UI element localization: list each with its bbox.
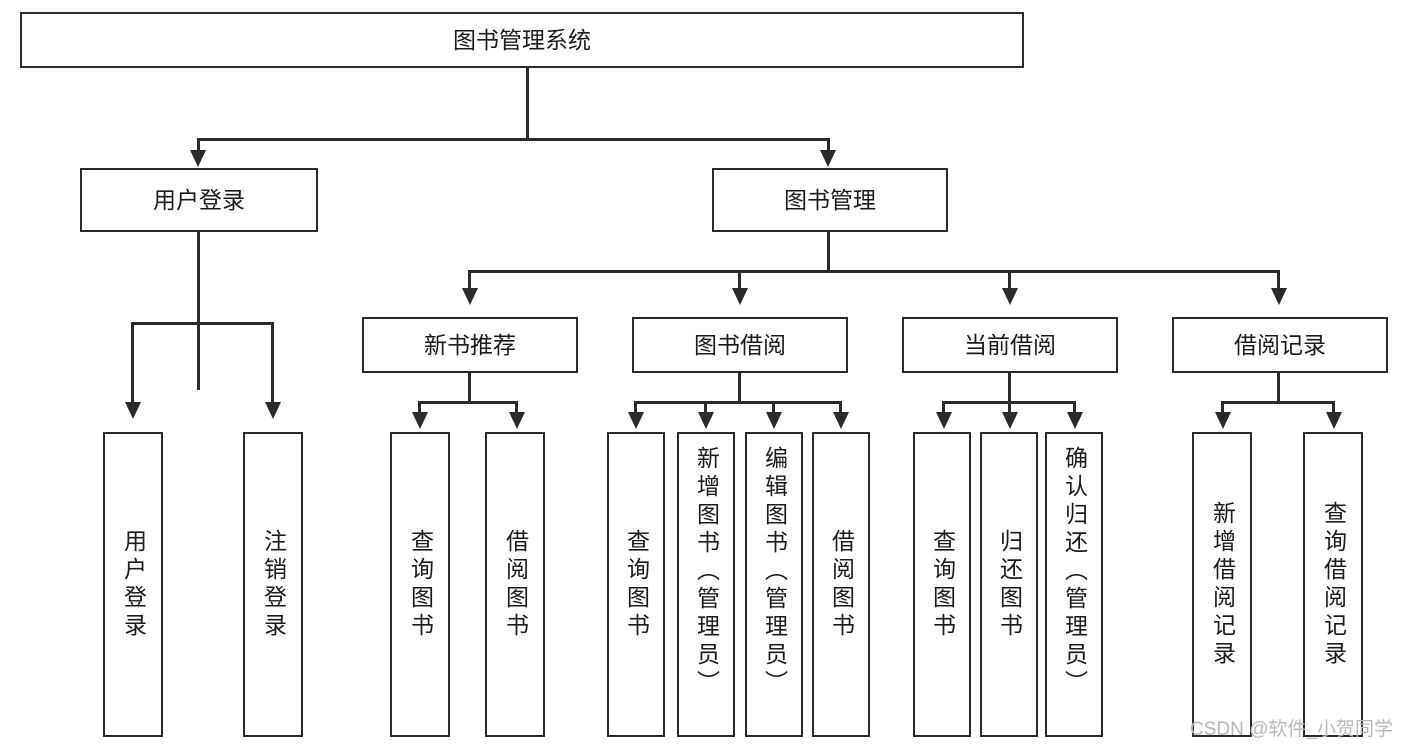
node-label: 图书管理系统 [453, 26, 591, 53]
leaf-bb-borrow-book[interactable]: 借阅图书 [812, 432, 870, 737]
arrowhead-book-mgmt [820, 150, 836, 167]
arrowhead-bb-query [628, 412, 644, 429]
connector-book-mgmt-stem [827, 232, 830, 272]
arrowhead-nb-query [412, 412, 428, 429]
node-label: 用户登录 [153, 186, 245, 213]
node-book-management[interactable]: 图书管理 [712, 168, 948, 232]
arrowhead-bb-edit [766, 412, 782, 429]
node-current-borrow[interactable]: 当前借阅 [902, 317, 1118, 373]
node-label: 归还图书 [996, 528, 1023, 641]
arrowhead-bb-add [698, 412, 714, 429]
connector-to-new-book [468, 270, 471, 292]
leaf-nb-query-book[interactable]: 查询图书 [390, 432, 450, 737]
connector-new-book-c2 [515, 401, 518, 415]
leaf-logout[interactable]: 注销登录 [243, 432, 303, 737]
connector-bb-c4 [839, 401, 842, 415]
connector-new-book-stem [468, 373, 471, 403]
connector-bb-c3 [772, 401, 775, 415]
arrowhead-cb-confirm [1067, 412, 1083, 429]
node-label: 用户登录 [120, 528, 147, 641]
connector-root-bus [197, 138, 829, 141]
node-label: 查询图书 [929, 528, 956, 641]
node-label: 注销登录 [260, 528, 287, 641]
node-label: 新增图书（管理员） [693, 446, 720, 698]
leaf-user-login[interactable]: 用户登录 [103, 432, 163, 737]
node-label: 查询借阅记录 [1320, 500, 1347, 669]
connector-new-book-bus [418, 401, 518, 404]
connector-cb-c1 [942, 401, 945, 415]
connector-bb-c1 [634, 401, 637, 415]
leaf-br-query-record[interactable]: 查询借阅记录 [1303, 432, 1363, 737]
leaf-bb-query-book[interactable]: 查询图书 [607, 432, 665, 737]
node-label: 查询图书 [623, 528, 650, 641]
connector-to-book-mgmt [827, 138, 830, 156]
leaf-cb-confirm-return-admin[interactable]: 确认归还（管理员） [1045, 432, 1103, 737]
node-label: 编辑图书（管理员） [761, 446, 788, 698]
node-label: 借阅记录 [1234, 331, 1326, 358]
node-borrow-record[interactable]: 借阅记录 [1172, 317, 1388, 373]
node-new-book-recommend[interactable]: 新书推荐 [362, 317, 578, 373]
leaf-br-add-record[interactable]: 新增借阅记录 [1192, 432, 1252, 737]
connector-br-c2 [1332, 401, 1335, 415]
arrowhead-new-book [462, 288, 478, 305]
connector-current-borrow-stem [1008, 373, 1011, 403]
node-label: 图书管理 [784, 186, 876, 213]
connector-user-login-left [131, 322, 134, 408]
connector-level3-bus [468, 270, 1280, 273]
node-label: 新增借阅记录 [1209, 500, 1236, 669]
arrowhead-user-login [190, 150, 206, 167]
arrowhead-book-borrow [732, 288, 748, 305]
node-label: 借阅图书 [502, 528, 529, 641]
arrowhead-br-add [1215, 412, 1231, 429]
node-label: 借阅图书 [828, 528, 855, 641]
leaf-bb-add-book-admin[interactable]: 新增图书（管理员） [677, 432, 735, 737]
node-label: 图书借阅 [694, 331, 786, 358]
connector-cb-c3 [1073, 401, 1076, 415]
node-label: 确认归还（管理员） [1061, 446, 1088, 698]
connector-br-c1 [1221, 401, 1224, 415]
leaf-cb-query-book[interactable]: 查询图书 [913, 432, 971, 737]
arrowhead-cb-query [936, 412, 952, 429]
node-label: 查询图书 [407, 528, 434, 641]
connector-to-current-borrow [1008, 270, 1011, 292]
leaf-nb-borrow-book[interactable]: 借阅图书 [485, 432, 545, 737]
arrowhead-current-borrow [1002, 288, 1018, 305]
connector-to-borrow-record [1277, 270, 1280, 292]
csdn-watermark: CSDN @软件_小贺同学 [1190, 719, 1393, 740]
node-label: 当前借阅 [964, 331, 1056, 358]
connector-borrow-record-stem [1277, 373, 1280, 403]
node-user-login[interactable]: 用户登录 [80, 168, 318, 232]
arrowhead-nb-borrow [509, 412, 525, 429]
arrowhead-borrow-record [1271, 288, 1287, 305]
connector-cb-c2 [1008, 401, 1011, 415]
node-label: 新书推荐 [424, 331, 516, 358]
arrowhead-leaf-logout [265, 402, 281, 419]
connector-user-login-bus [131, 322, 273, 325]
leaf-cb-return-book[interactable]: 归还图书 [980, 432, 1038, 737]
connector-book-borrow-bus [634, 401, 842, 404]
connector-user-login-stem [197, 232, 200, 390]
arrowhead-cb-return [1002, 412, 1018, 429]
connector-to-book-borrow [738, 270, 741, 292]
arrowhead-br-query [1326, 412, 1342, 429]
leaf-bb-edit-book-admin[interactable]: 编辑图书（管理员） [745, 432, 803, 737]
node-root-system[interactable]: 图书管理系统 [20, 12, 1024, 68]
connector-new-book-c1 [418, 401, 421, 415]
arrowhead-bb-borrow [833, 412, 849, 429]
connector-book-borrow-stem [738, 373, 741, 403]
node-book-borrow[interactable]: 图书借阅 [632, 317, 848, 373]
connector-root-trunk [526, 68, 529, 140]
connector-user-login-right [271, 322, 274, 408]
connector-to-user-login [197, 138, 200, 156]
connector-bb-c2 [704, 401, 707, 415]
arrowhead-leaf-user-login [125, 402, 141, 419]
connector-borrow-record-bus [1221, 401, 1335, 404]
